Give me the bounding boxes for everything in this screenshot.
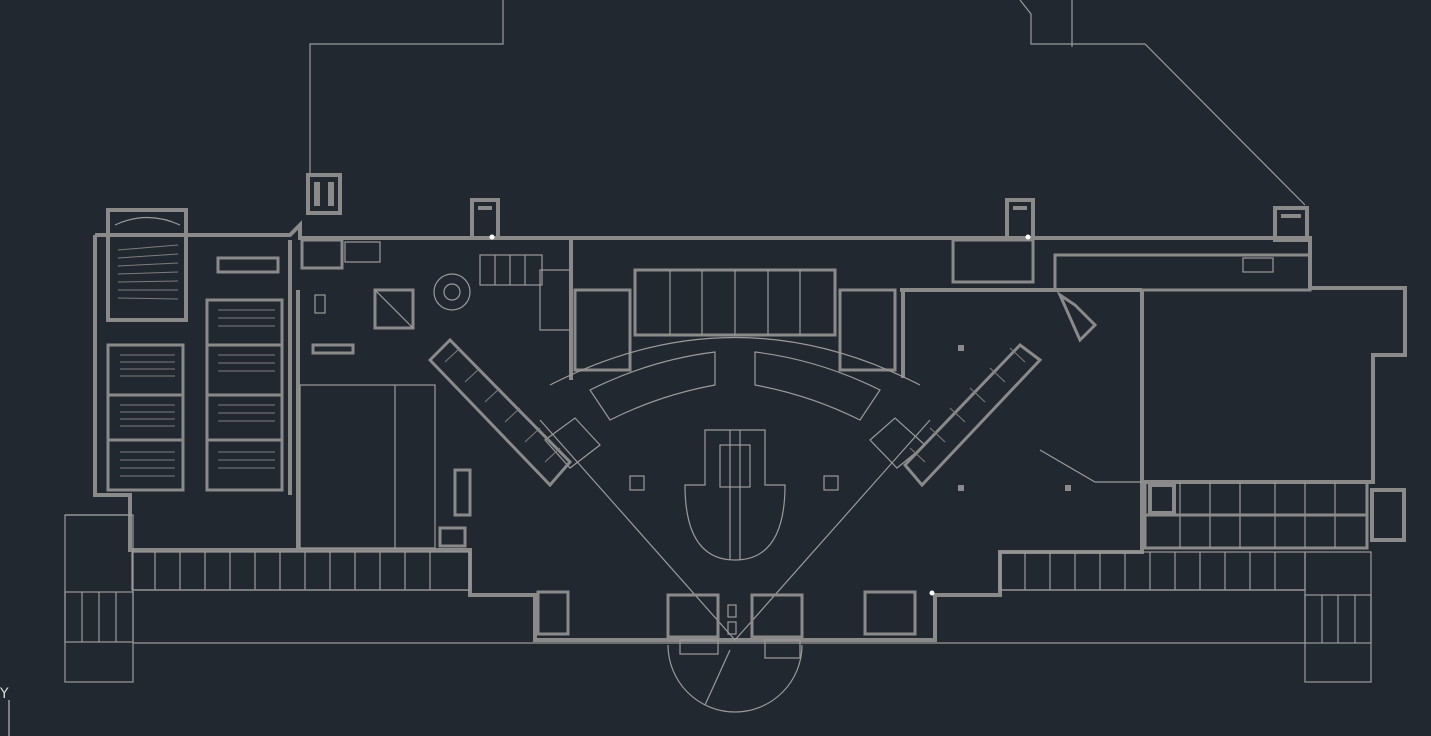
left-auditoriums xyxy=(106,208,300,550)
north-service-rooms xyxy=(216,238,573,380)
right-wing xyxy=(958,345,1406,550)
central-north-rooms xyxy=(573,238,1312,378)
left-middle-rooms xyxy=(299,384,472,549)
marker-points xyxy=(489,234,1031,596)
site-boundary xyxy=(309,0,1306,206)
diagonal-wings xyxy=(427,290,1098,488)
main-hall xyxy=(539,337,931,641)
seating-rows xyxy=(120,309,275,477)
south-entrance xyxy=(536,590,917,713)
south-corridors xyxy=(64,514,1372,683)
ucs-y-axis-label: Y xyxy=(0,686,9,702)
stair-cores xyxy=(306,173,1309,242)
